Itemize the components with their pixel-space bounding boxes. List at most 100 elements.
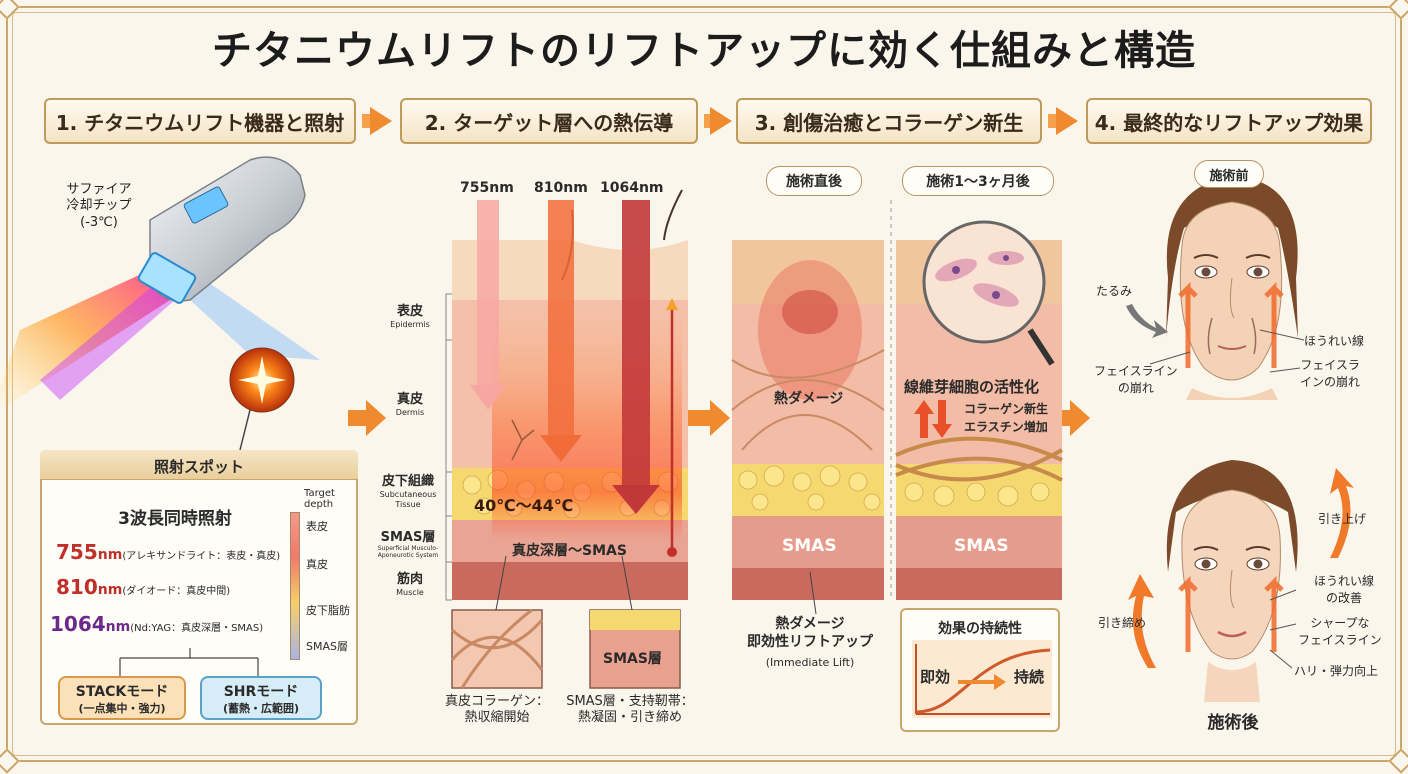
before-label: ほうれい線 <box>1304 334 1365 348</box>
spot-box-subtitle: 3波長同時照射 <box>118 509 232 529</box>
later-skin <box>895 220 1064 600</box>
smas-inset <box>589 609 681 689</box>
step-header-2: 2. ターゲット層への熱伝導 <box>400 98 698 144</box>
immediate-tag: 施術直後 <box>766 166 862 196</box>
step-arrow-3 <box>1056 107 1078 135</box>
later-tag: 施術1～3ヶ月後 <box>902 166 1054 196</box>
wave-label: 1064nm <box>600 180 664 196</box>
after-label-title: 施術後 <box>1207 713 1259 733</box>
step-arrow-tail <box>704 114 712 128</box>
layer-jp: 皮下組織 <box>381 474 434 489</box>
wavelength-value: 1064 <box>50 612 106 636</box>
before-label: フェイスラ インの崩れ <box>1300 358 1361 389</box>
layer-jp: 筋肉 <box>396 572 423 587</box>
depth-level: SMAS層 <box>306 640 348 653</box>
flow-arrow-3 <box>1048 400 1090 436</box>
effect-lasting: 持続 <box>1014 668 1045 686</box>
layer-label-smas: SMAS層 Superficial Musculo- Aponeurotic S… <box>364 530 452 559</box>
immediate-pointer <box>809 571 817 615</box>
immediate-skin <box>731 240 885 600</box>
face-after <box>1166 460 1298 702</box>
layer-label-muscle: 筋肉 Muscle <box>370 572 450 598</box>
shr-mode-name: SHRモード <box>223 684 299 700</box>
immediate-caption-en: (Immediate Lift) <box>765 656 855 669</box>
layer-jp: 真皮 <box>396 392 423 407</box>
depth-title: Target depth <box>304 488 335 510</box>
after-label: 引き締め <box>1098 616 1147 630</box>
collagen-inset-caption: 真皮コラーゲン： 熱収縮開始 <box>444 694 549 726</box>
skin-cross-section <box>452 180 688 600</box>
layer-label-dermis: 真皮 Dermis <box>370 392 450 418</box>
effect-curve <box>912 640 1052 718</box>
before-pointers <box>1149 329 1305 373</box>
elastin-label: エラスチン増加 <box>964 420 1048 434</box>
step-arrow-1 <box>370 107 392 135</box>
panel-divider <box>890 200 892 600</box>
sapphire-tip-label: サファイア 冷却チップ (-3℃) <box>66 182 132 230</box>
wavelength-810: 810nm(ダイオード：真皮中間) <box>56 575 230 599</box>
wave-label: 810nm <box>534 180 588 196</box>
collagen-label: コラーゲン新生 <box>964 402 1049 416</box>
page-title: チタニウムリフトのリフトアップに効く仕組みと構造 <box>212 28 1196 74</box>
layer-en: Dermis <box>395 408 425 418</box>
stack-mode: STACKモード (一点集中・強力) <box>58 676 186 720</box>
temperature-label: 40℃～44℃ <box>474 496 574 515</box>
after-label: ハリ・弾力向上 <box>1294 664 1379 678</box>
layer-label-epidermis: 表皮 Epidermis <box>370 304 450 330</box>
wavelength-desc: (アレキサンドライト：表皮・真皮) <box>122 551 281 562</box>
depth-gradient-bar <box>290 512 300 660</box>
mode-connector <box>119 648 259 676</box>
layer-en: Subcutaneous Tissue <box>379 490 437 510</box>
after-label: ほうれい線 の改善 <box>1314 574 1375 605</box>
layer-jp: SMAS層 <box>380 530 436 545</box>
before-label: フェイスライン の崩れ <box>1094 364 1178 395</box>
after-pointers <box>1269 589 1297 669</box>
smas-inset-label: SMAS層 <box>603 651 662 667</box>
lift-arrow-right <box>1330 468 1354 558</box>
depth-level: 真皮 <box>306 558 328 571</box>
layer-bracket <box>445 293 452 601</box>
flow-arrow-1 <box>348 400 386 436</box>
stack-mode-name: STACKモード <box>75 684 169 700</box>
inset-pointers <box>495 555 633 611</box>
layer-en: Epidermis <box>390 320 430 330</box>
layer-jp: 表皮 <box>396 304 423 319</box>
smas-inset-caption: SMAS層・支持靭帯： 熱凝固・引き締め <box>566 694 694 726</box>
wavelength-desc: (Nd:YAG：真皮深層・SMAS) <box>130 623 264 634</box>
depth-level: 表皮 <box>306 520 328 533</box>
device-illustration <box>0 156 320 451</box>
layer-en: Muscle <box>396 588 424 598</box>
depth-level: 皮下脂肪 <box>306 604 350 617</box>
wavelength-desc: (ダイオード：真皮中間) <box>122 586 231 597</box>
step-header-4: 4. 最終的なリフトアップ効果 <box>1086 98 1372 144</box>
wavelength-unit: nm <box>97 547 123 563</box>
shr-mode: SHRモード (蓄熱・広範囲) <box>200 676 322 720</box>
after-label: シャープな フェイスライン <box>1298 616 1382 647</box>
wavelength-1064: 1064nm(Nd:YAG：真皮深層・SMAS) <box>50 612 263 636</box>
before-tag: 施術前 <box>1194 160 1264 188</box>
step-arrow-tail <box>1048 114 1058 128</box>
up-down-arrows <box>914 400 952 438</box>
effect-box-title: 効果の持続性 <box>938 621 1022 637</box>
fibroblast-label: 線維芽細胞の活性化 <box>904 378 1040 396</box>
collagen-inset <box>450 608 544 689</box>
shr-mode-desc: (蓄熱・広範囲) <box>222 701 300 715</box>
layer-label-subcutaneous: 皮下組織 Subcutaneous Tissue <box>366 474 450 510</box>
effect-fast: 即効 <box>920 668 951 686</box>
lift-arrow-left <box>1128 574 1156 668</box>
stack-mode-desc: (一点集中・強力) <box>78 701 166 715</box>
layer-en: Superficial Musculo- Aponeurotic System <box>377 545 439 559</box>
heat-damage-label: 熱ダメージ <box>774 391 844 407</box>
after-label: 引き上げ <box>1318 512 1367 526</box>
step-arrow-tail <box>362 114 372 128</box>
wavelength-755: 755nm(アレキサンドライト：表皮・真皮) <box>56 540 280 564</box>
step-arrow-2 <box>710 107 732 135</box>
wavelength-unit: nm <box>97 582 123 598</box>
flow-arrow-2 <box>688 400 730 436</box>
before-label: たるみ <box>1096 284 1133 298</box>
spot-box-header: 照射スポット <box>40 450 358 480</box>
smas-label-later: SMAS <box>954 536 1009 556</box>
wavelength-unit: nm <box>105 619 131 635</box>
step-header-1: 1. チタニウムリフト機器と照射 <box>44 98 356 144</box>
sag-arrow <box>1126 304 1168 338</box>
